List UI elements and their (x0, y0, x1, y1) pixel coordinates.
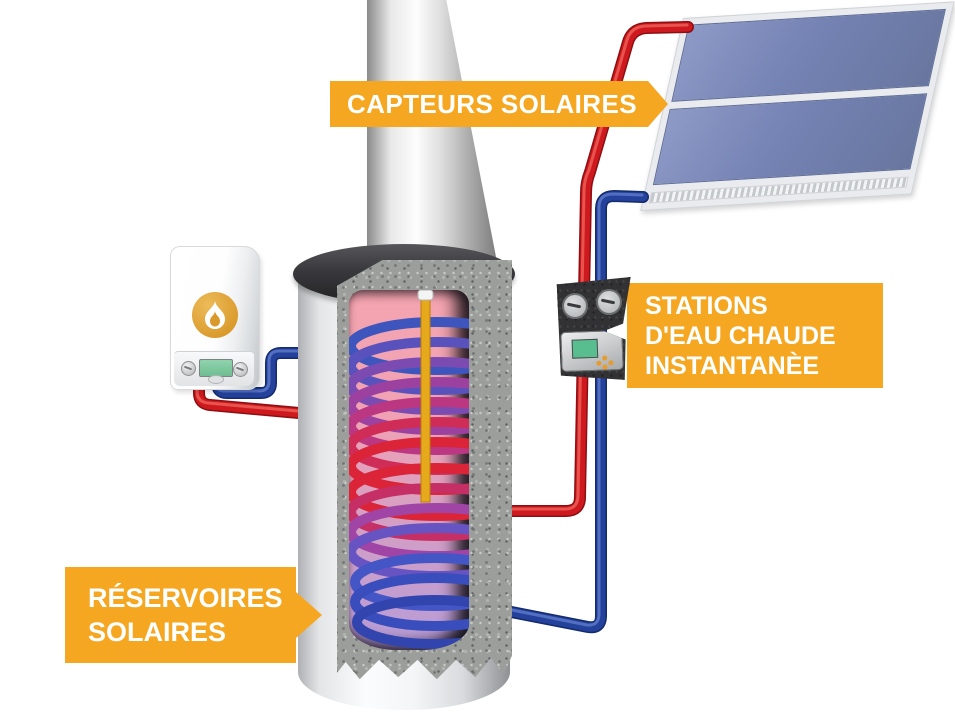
sensor-rod (420, 295, 431, 503)
boiler-knob-left (181, 361, 196, 376)
banner-stations-line2: D'EAU CHAUDE (645, 321, 836, 350)
station-button (602, 355, 608, 361)
gauge-icon (596, 289, 622, 315)
gauge-icon (562, 293, 588, 319)
gas-boiler (170, 246, 260, 390)
station-button (596, 360, 602, 366)
banner-stations-eau-chaude: STATIONS D'EAU CHAUDE INSTANTANÈE (627, 283, 883, 388)
heat-exchanger-coils (349, 290, 469, 649)
banner-stations-line3: INSTANTANÈE (645, 351, 820, 380)
station-controller (560, 329, 624, 373)
station-display (571, 338, 599, 359)
boiler-button (208, 375, 224, 384)
station-button (608, 360, 614, 366)
hot-pipe-boiler (193, 350, 316, 420)
solar-tank (293, 244, 515, 710)
boiler-knob-right (233, 362, 248, 377)
cold-pipe-solar (490, 190, 649, 634)
flame-icon (192, 292, 238, 338)
banner-capteurs-label: CAPTEURS SOLAIRES (347, 88, 637, 119)
hot-pipe-solar (496, 21, 694, 517)
boiler-control-panel (174, 351, 254, 386)
banner-capteurs-solaires: CAPTEURS SOLAIRES (330, 81, 668, 127)
banner-reservoires-line2: SOLAIRES (88, 617, 227, 647)
banner-stations-line1: STATIONS (645, 291, 768, 320)
tank-interior (349, 290, 469, 650)
banner-reservoires-solaires: RÉSERVOIRES SOLAIRES (65, 567, 322, 663)
station-button (602, 364, 608, 370)
banner-reservoires-line1: RÉSERVOIRES (88, 583, 283, 613)
